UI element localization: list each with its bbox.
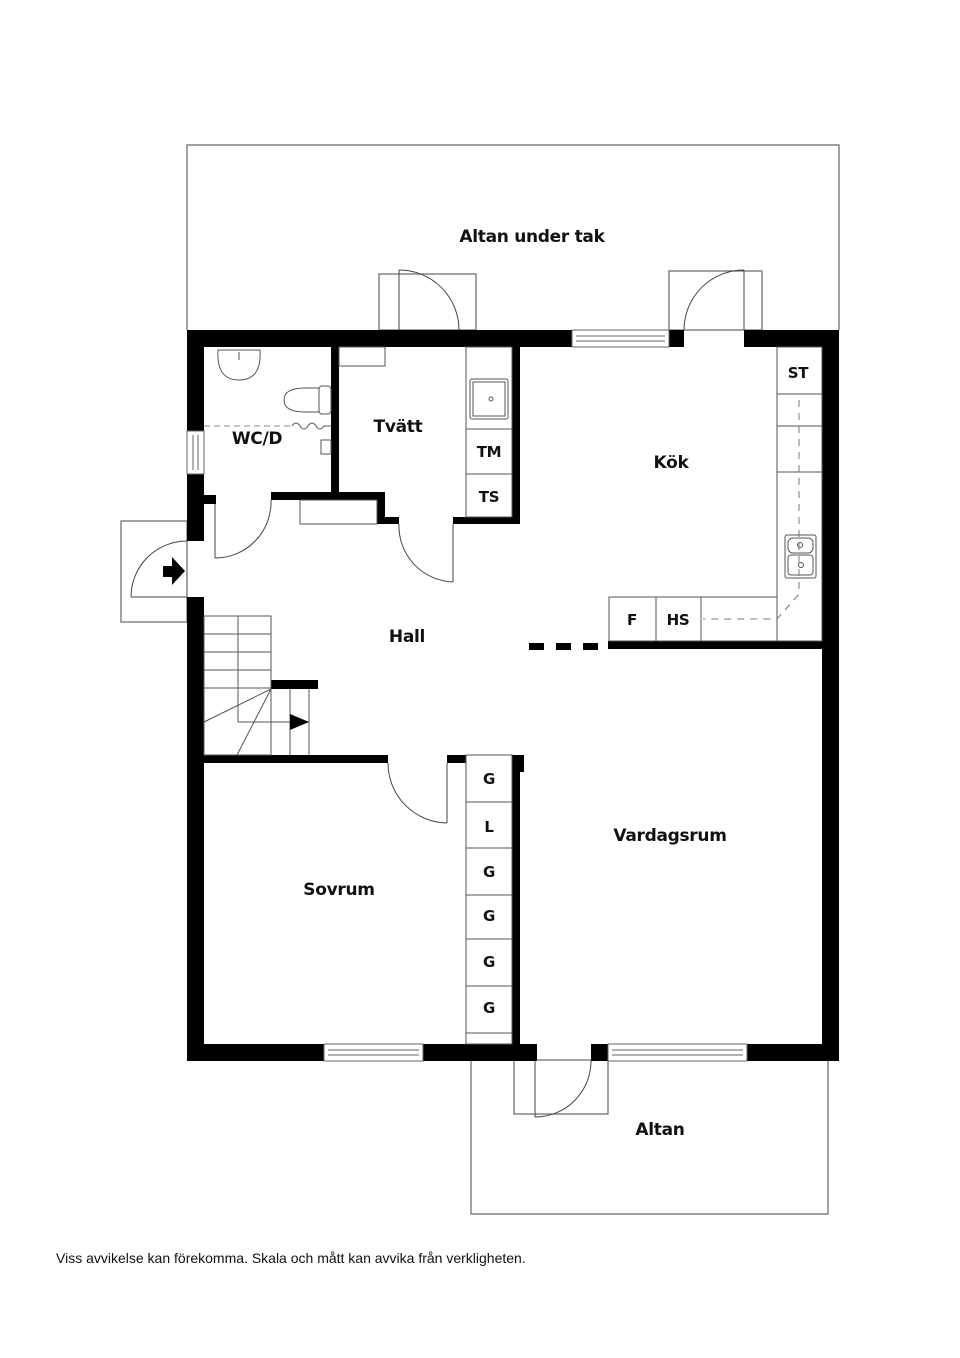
windows [186, 329, 748, 1062]
kitchen-counters [608, 346, 823, 642]
washbasin-icon [217, 349, 261, 381]
fixture-label-l: L [484, 818, 494, 836]
exterior-walls [187, 330, 839, 1061]
room-label-hall: Hall [388, 627, 426, 647]
altan-under-tak-outline [186, 144, 840, 330]
room-label-altan-under-tak: Altan under tak [459, 227, 605, 247]
fixture-label-tm: TM [476, 443, 502, 461]
fixture-label-g: G [482, 907, 496, 925]
fixture-label-f: F [627, 611, 637, 629]
fixture-label-g: G [482, 770, 496, 788]
tvatt-door-landing [378, 273, 477, 331]
room-label-vardagsrum: Vardagsrum [613, 826, 727, 846]
disclaimer-text: Viss avvikelse kan förekomma. Skala och … [56, 1250, 526, 1266]
fixture-label-hs: HS [666, 611, 690, 629]
wardrobes [465, 754, 513, 1045]
shower-icon [291, 422, 331, 430]
toilet-icon [283, 387, 320, 413]
room-label-kok: Kök [653, 453, 689, 473]
staircase [203, 615, 310, 756]
interior-walls [204, 347, 822, 1044]
fixture-label-g: G [482, 863, 496, 881]
laundry-cabinets [465, 346, 513, 518]
wc-fixtures [217, 349, 332, 455]
altan-outline [470, 1060, 829, 1215]
fixture-label-g: G [482, 953, 496, 971]
door-swings [130, 269, 745, 1118]
entrance-arrow-icon [163, 557, 185, 585]
laundry-sink-icon [469, 378, 509, 420]
room-label-wc-d: WC/D [231, 429, 283, 449]
fixture-label-g: G [482, 999, 496, 1017]
kitchen-dashed-line [703, 400, 800, 620]
room-label-tvatt: Tvätt [373, 417, 423, 437]
room-label-altan: Altan [635, 1120, 685, 1140]
room-label-sovrum: Sovrum [303, 880, 375, 900]
kitchen-sink-icon [784, 534, 817, 579]
altan-door-landing [513, 1059, 609, 1115]
fixture-label-ts: TS [478, 488, 500, 506]
stair-direction-arrow-icon [290, 714, 309, 730]
tvatt-shelf [338, 346, 386, 367]
entrance-step [120, 520, 188, 623]
kok-door-landing [668, 270, 763, 331]
fixture-label-st: ST [787, 364, 809, 382]
hall-bench [299, 499, 378, 525]
